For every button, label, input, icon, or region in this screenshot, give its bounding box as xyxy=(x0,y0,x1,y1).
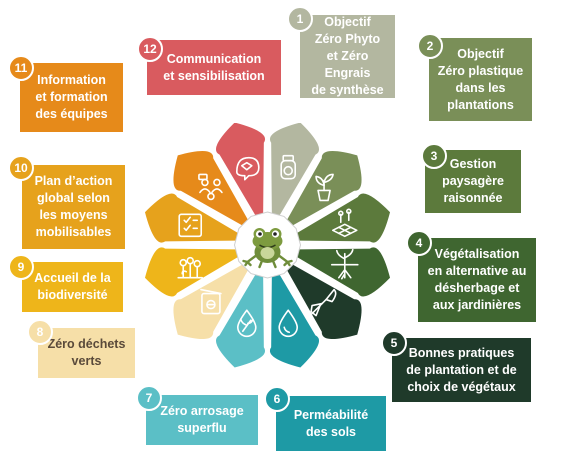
label-box-2: Objectif Zéro plastique dans les plantat… xyxy=(429,38,532,121)
center-medallion xyxy=(233,211,302,279)
number-badge-7: 7 xyxy=(136,385,162,411)
label-text-4: Végétalisation en alternative au désherb… xyxy=(427,247,527,312)
number-badge-10: 10 xyxy=(8,155,34,181)
frog-icon xyxy=(242,228,293,269)
label-box-7: Zéro arrosage superflu xyxy=(146,395,258,445)
label-box-6: Perméabilité des sols xyxy=(276,396,386,451)
label-box-12: Communication et sensibilisation xyxy=(147,40,281,95)
label-text-1: Objectif Zéro Phyto et Zéro Engrais de s… xyxy=(311,15,384,97)
petal-3 xyxy=(286,191,393,245)
petal-icon-layer xyxy=(177,154,359,338)
label-text-9: Accueil de la biodiversité xyxy=(34,271,111,302)
hands-chat-icon xyxy=(235,156,260,181)
number-badge-3: 3 xyxy=(421,143,447,169)
label-text-10: Plan d’action global selon les moyens mo… xyxy=(34,174,113,239)
label-box-8: Zéro déchets verts xyxy=(38,328,135,378)
checklist-icon xyxy=(178,213,203,238)
label-text-8: Zéro déchets verts xyxy=(47,337,126,368)
sprout-pot-icon xyxy=(315,173,334,202)
label-text-12: Communication et sensibilisation xyxy=(163,51,265,83)
number-badge-6: 6 xyxy=(264,386,290,412)
petal-ring xyxy=(142,120,393,370)
label-box-10: Plan d’action global selon les moyens mo… xyxy=(22,165,125,249)
leaf-drop-icon xyxy=(236,309,257,338)
petal-6 xyxy=(267,264,321,370)
water-drop-icon xyxy=(278,309,299,338)
petal-8 xyxy=(171,257,255,341)
petal-10 xyxy=(142,191,249,245)
number-badge-4: 4 xyxy=(406,230,432,256)
trowel-icon xyxy=(310,288,337,317)
label-text-5: Bonnes pratiques de plantation et de cho… xyxy=(406,345,517,394)
number-badge-12: 12 xyxy=(137,36,163,62)
label-text-11: Information et formation des équipes xyxy=(35,73,108,121)
label-box-1: Objectif Zéro Phyto et Zéro Engrais de s… xyxy=(300,15,395,98)
team-people-icon xyxy=(198,173,223,201)
label-box-4: Végétalisation en alternative au désherb… xyxy=(418,238,536,322)
petal-5 xyxy=(280,257,364,341)
petal-12 xyxy=(214,120,268,226)
number-badge-5: 5 xyxy=(381,330,407,356)
petal-9 xyxy=(142,245,249,299)
label-text-7: Zéro arrosage superflu xyxy=(160,404,244,435)
number-badge-2: 2 xyxy=(417,33,443,59)
compost-bin-icon xyxy=(200,288,222,315)
plastic-bottle-icon xyxy=(280,154,297,180)
plant-roots-icon xyxy=(330,248,359,280)
number-badge-11: 11 xyxy=(8,55,34,81)
number-badge-8: 8 xyxy=(27,319,53,345)
label-box-5: Bonnes pratiques de plantation et de cho… xyxy=(392,338,531,402)
petal-4 xyxy=(286,245,393,299)
number-badge-1: 1 xyxy=(287,6,313,32)
label-text-2: Objectif Zéro plastique dans les plantat… xyxy=(437,46,524,112)
garden-grid-icon xyxy=(331,208,358,238)
label-box-11: Information et formation des équipes xyxy=(20,63,123,132)
flowers-icon xyxy=(177,256,204,279)
number-badge-9: 9 xyxy=(8,254,34,280)
label-box-9: Accueil de la biodiversité xyxy=(22,262,123,312)
label-text-6: Perméabilité des sols xyxy=(293,407,369,439)
label-text-3: Gestion paysagère raisonnée xyxy=(442,157,504,205)
label-box-3: Gestion paysagère raisonnée xyxy=(425,150,521,213)
petal-7 xyxy=(214,264,268,370)
